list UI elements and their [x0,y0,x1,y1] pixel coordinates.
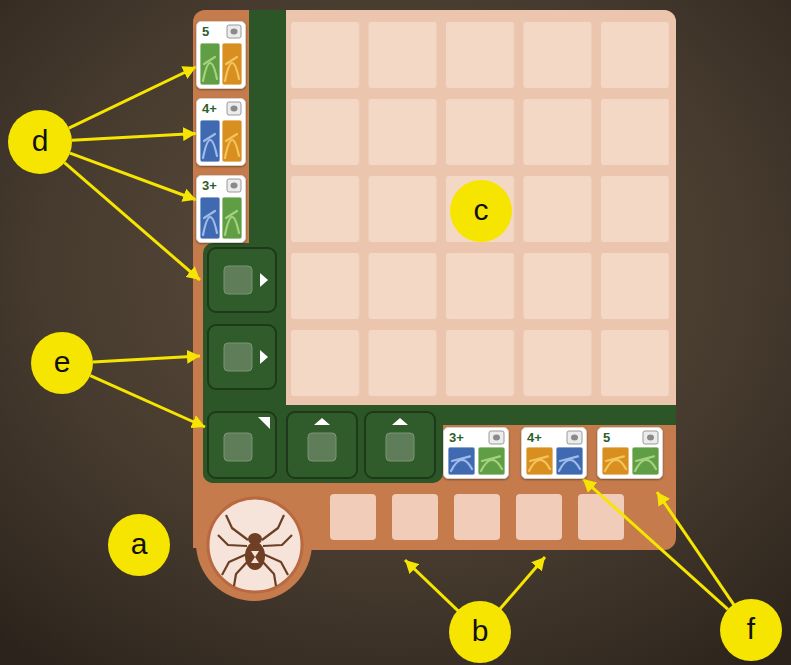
stone-icon [227,25,241,38]
terrain-tile [635,456,656,471]
terrain-tile [526,447,553,475]
callout-letter: b [472,616,489,649]
callout-letter: a [131,529,148,562]
slot [287,412,357,478]
terrain-tile [448,447,475,475]
spider-body [245,542,265,570]
terrain-tile [225,211,239,235]
slot-square [386,433,414,461]
terrain-tile [203,134,217,158]
direction-triangle [258,417,270,429]
stone-icon [493,435,500,441]
callout-arrow [583,479,728,609]
stone-icon [231,106,238,112]
terrain-tile [200,120,220,162]
slot-square [224,433,252,461]
terrain-tile [222,43,242,85]
slot [208,248,276,312]
terrain-tile [451,456,472,471]
slot-square [224,266,252,294]
card-number: 5 [603,430,610,445]
slot-square [224,343,252,371]
card-number: 5 [202,24,209,39]
green-strip [203,405,443,483]
objective-card: 3+ [443,427,509,479]
spider-mark [251,551,259,563]
terrain-tile [225,134,239,158]
direction-triangle [260,273,268,287]
terrain-tile [605,456,626,471]
callout-circle: d [8,110,72,174]
stone-icon [643,431,658,444]
stone-icon [231,183,238,189]
callout-circle: e [31,332,93,394]
card-number: 3+ [202,178,217,193]
terrain-tile [200,197,220,239]
leader-arrow [90,376,205,427]
terrain-tile [200,43,220,85]
leader-arrow [405,560,458,611]
direction-triangle [314,418,330,425]
stone-icon [647,435,654,441]
objective-card: 4+ [521,427,587,479]
leader-arrow [64,163,200,280]
callout-letter: c [474,195,489,228]
stone-icon [227,102,241,115]
terrain-tile [556,447,583,475]
callout-letter: f [747,614,755,647]
callout-circle: c [450,180,512,242]
stone-icon [571,435,578,441]
objective-card: 5 [196,21,246,89]
terrain-tile [222,197,242,239]
leader-arrow [93,356,200,362]
terrain-tile [203,57,217,81]
callout-circle: a [108,514,170,576]
slot [208,325,276,389]
grid-panel [285,10,676,405]
score-squares [330,494,624,540]
terrain-tile [602,447,629,475]
slot [365,412,435,478]
callout-arrow [72,133,196,140]
green-strip [203,243,286,483]
stone-icon [231,29,238,35]
terrain-tile [632,447,659,475]
grid-cells [291,22,669,396]
card-number: 4+ [202,101,217,116]
callout-arrow [70,153,196,200]
slot-square [308,433,336,461]
leader-arrow [657,492,734,605]
callout-circle: f [720,599,782,661]
callout-arrow [69,67,196,128]
direction-triangle [392,418,408,425]
terrain-tile [478,447,505,475]
terrain-tile [529,456,550,471]
callout-circle: b [449,601,511,663]
terrain-tile [559,456,580,471]
objective-card: 4+ [196,98,246,166]
slot [208,412,276,478]
spider-token [208,498,302,592]
objective-card: 3+ [196,175,246,243]
spider-head [248,533,262,545]
callout-letter: e [54,347,71,380]
stone-icon [567,431,582,444]
objective-card: 5 [597,427,663,479]
card-number: 3+ [449,430,464,445]
callout-letter: d [32,126,49,159]
terrain-tile [203,211,217,235]
player-board [193,10,676,550]
terrain-tile [222,120,242,162]
stone-icon [489,431,504,444]
card-number: 4+ [527,430,542,445]
stone-icon [227,179,241,192]
spider-legs [218,515,292,586]
leader-arrow [500,557,545,609]
direction-triangle [260,350,268,364]
terrain-tile [481,456,502,471]
terrain-tile [225,57,239,81]
